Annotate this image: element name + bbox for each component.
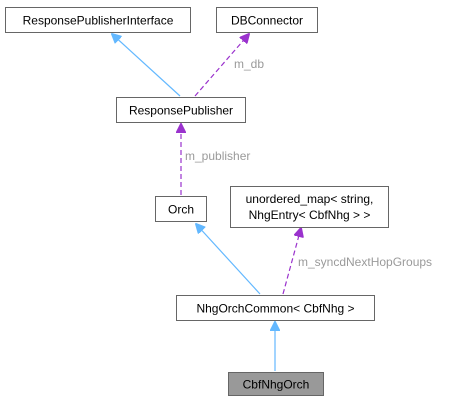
node-responsepublisher[interactable]: ResponsePublisher bbox=[116, 97, 246, 123]
node-unordered-map[interactable]: unordered_map< string, NhgEntry< CbfNhg … bbox=[230, 186, 389, 228]
node-cbfnhgorch-current[interactable]: CbfNhgOrch bbox=[228, 372, 324, 396]
node-label: DBConnector bbox=[231, 14, 303, 28]
node-dbconnector[interactable]: DBConnector bbox=[216, 7, 318, 33]
edge-dbconnector-to-responsepublisher bbox=[194, 34, 249, 97]
node-label: ResponsePublisherInterface bbox=[23, 14, 174, 28]
edge-unorderedmap-to-nhgorchcommon bbox=[282, 228, 301, 295]
edge-label-m-db: m_db bbox=[234, 57, 264, 71]
node-label-line2: NhgEntry< CbfNhg > > bbox=[249, 208, 371, 222]
node-responsepublisherinterface[interactable]: ResponsePublisherInterface bbox=[5, 7, 191, 33]
node-label: NhgOrchCommon< CbfNhg > bbox=[196, 302, 354, 316]
node-label: ResponsePublisher bbox=[129, 104, 233, 118]
node-label: CbfNhgOrch bbox=[243, 378, 310, 392]
edge-label-m-syncdnexthopgroups: m_syncdNextHopGroups bbox=[298, 255, 432, 269]
node-label-line1: unordered_map< string, bbox=[246, 192, 374, 206]
node-label: Orch bbox=[168, 203, 194, 217]
edge-nhgorchcommon-to-orch bbox=[196, 224, 261, 295]
node-orch[interactable]: Orch bbox=[155, 196, 207, 222]
edge-responsepublisher-to-interface bbox=[112, 34, 181, 97]
edge-label-m-publisher: m_publisher bbox=[185, 149, 250, 163]
node-nhgorchcommon[interactable]: NhgOrchCommon< CbfNhg > bbox=[176, 295, 375, 321]
